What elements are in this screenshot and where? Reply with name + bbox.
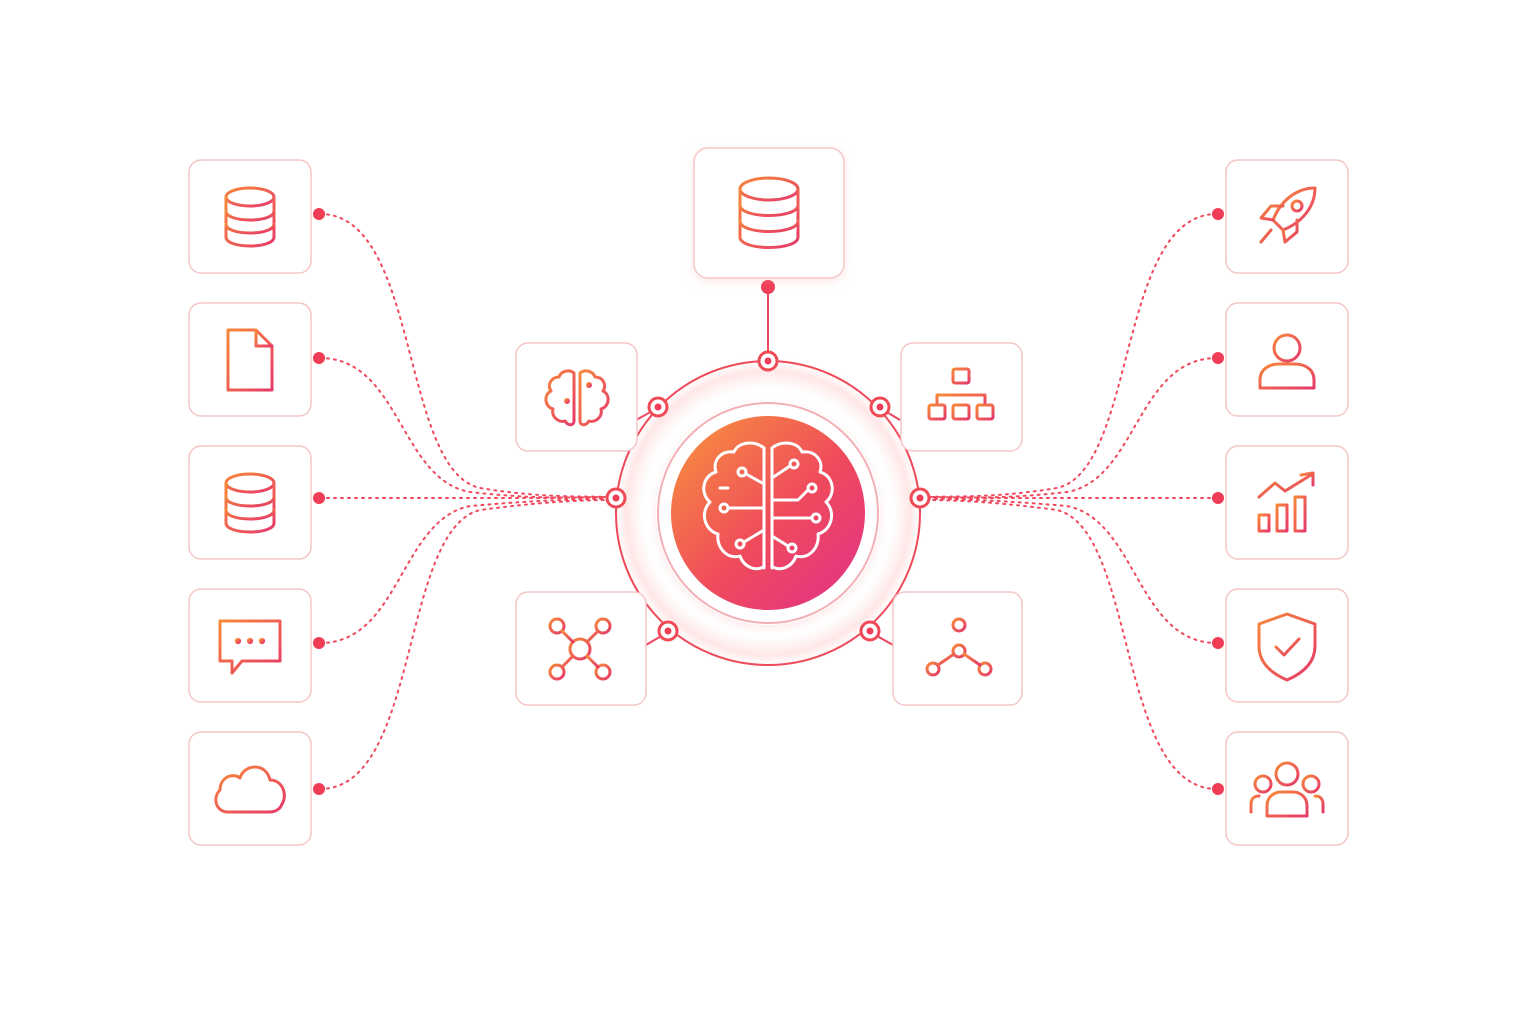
left-tile-chat	[188, 588, 312, 703]
document-icon	[226, 328, 274, 392]
orbit-node-lower-left	[657, 620, 679, 642]
cloud-icon	[214, 765, 286, 814]
users-group-icon	[1249, 761, 1325, 818]
central-hub	[610, 355, 926, 671]
connector-right-1	[923, 213, 1218, 498]
left-tile-document	[188, 302, 312, 417]
orbit-node-right	[909, 487, 931, 509]
database-icon	[224, 186, 276, 248]
connector-right-2-dot	[1212, 352, 1224, 364]
connector-right-2	[923, 357, 1218, 499]
orbit-node-upper-right	[869, 396, 891, 418]
user-icon	[1258, 333, 1316, 390]
left-tile-database-1	[188, 159, 312, 274]
right-tile-analytics	[1225, 445, 1349, 560]
shield-check-icon	[1257, 612, 1317, 682]
left-tile-cloud	[188, 731, 312, 846]
connector-right-1-dot	[1212, 208, 1224, 220]
connector-left-5	[319, 499, 613, 790]
orbit-node-top	[757, 350, 779, 372]
connector-right-5	[923, 499, 1218, 790]
orbit-node-lower-right	[859, 620, 881, 642]
connector-left-1-dot	[313, 208, 325, 220]
top-database-tile	[693, 147, 845, 279]
left-connectors	[313, 208, 613, 795]
hub-inner-ring	[657, 402, 879, 624]
hub-core	[671, 416, 865, 610]
connector-left-4-dot	[313, 637, 325, 649]
top-connector	[761, 280, 775, 360]
right-tile-rocket	[1225, 159, 1349, 274]
brain-icon	[544, 369, 610, 427]
database-icon	[738, 176, 800, 249]
left-input-tiles	[188, 159, 312, 846]
connector-left-5-dot	[313, 783, 325, 795]
network-hub-icon	[548, 617, 612, 681]
connector-right-4-dot	[1212, 637, 1224, 649]
right-tile-user	[1225, 302, 1349, 417]
connector-top-dot	[761, 280, 775, 294]
inner-tile-hierarchy	[900, 342, 1023, 452]
inner-tile-brain	[515, 342, 638, 452]
orbit-node-upper-left	[647, 396, 669, 418]
inner-tile-share	[892, 591, 1023, 706]
connector-left-2	[319, 357, 613, 499]
chat-bubble-icon	[218, 619, 282, 675]
connector-right-3-dot	[1212, 492, 1224, 504]
connector-right-4	[923, 498, 1218, 644]
database-icon	[224, 472, 276, 534]
right-connectors	[923, 208, 1224, 795]
bar-chart-growth-icon	[1257, 471, 1315, 533]
right-output-tiles	[1225, 159, 1349, 846]
connector-left-1	[319, 213, 613, 498]
connector-right-5-dot	[1212, 783, 1224, 795]
orbit-nodes	[605, 350, 931, 642]
inner-tile-network	[515, 591, 647, 706]
orbit-node-left	[605, 487, 627, 509]
left-tile-database-2	[188, 445, 312, 560]
right-tile-security	[1225, 588, 1349, 703]
inner-node-tiles	[515, 342, 1023, 706]
brain-circuit-icon	[702, 441, 834, 571]
connector-left-3-dot	[313, 492, 325, 504]
rocket-icon	[1259, 186, 1317, 244]
connector-left-2-dot	[313, 352, 325, 364]
right-tile-team	[1225, 731, 1349, 846]
hierarchy-icon	[927, 367, 995, 421]
connector-left-4	[319, 498, 613, 644]
share-nodes-icon	[925, 617, 993, 677]
